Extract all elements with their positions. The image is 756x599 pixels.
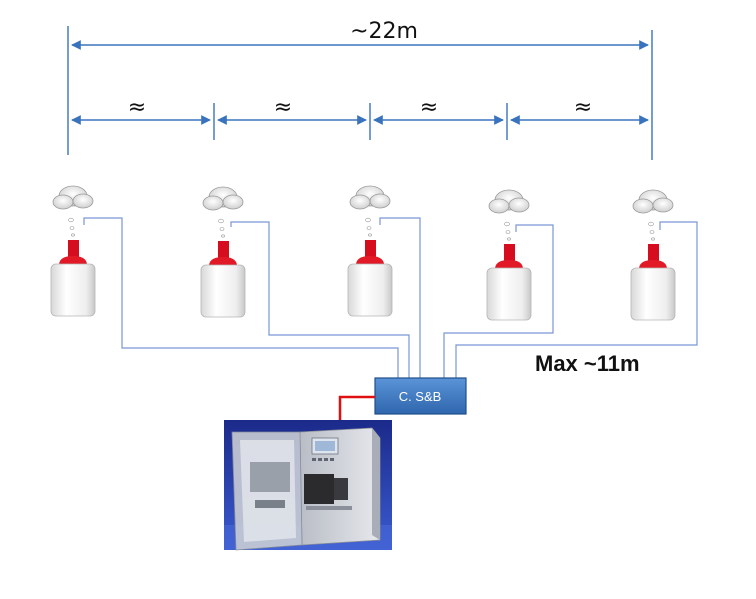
segment-label-3: ≈ — [420, 95, 438, 120]
control-box-label: C. S&B — [399, 389, 442, 404]
vapor-dots — [365, 217, 372, 237]
bottle-body — [630, 267, 676, 321]
bottle-neck — [639, 260, 667, 268]
vapor-cloud-icon — [349, 185, 391, 210]
bottle-neck — [356, 256, 384, 264]
vapor-dots — [504, 221, 511, 241]
control-box: C. S&B — [374, 377, 467, 415]
bottle-4 — [486, 189, 532, 321]
bottle-cap — [504, 244, 515, 262]
wire-5 — [455, 221, 698, 378]
wire-4 — [443, 224, 554, 378]
vapor-dots — [68, 217, 75, 237]
bottle-neck — [495, 260, 523, 268]
bottle-body — [347, 263, 393, 317]
total-span-label: ~22m — [350, 19, 418, 44]
equipment-cabinet-image — [224, 420, 392, 551]
vapor-cloud-icon — [488, 189, 530, 214]
segment-label-1: ≈ — [128, 95, 146, 120]
bottle-body — [50, 263, 96, 317]
bottle-group — [50, 185, 676, 321]
vapor-dots — [218, 218, 225, 238]
vapor-cloud-icon — [632, 189, 674, 214]
vapor-cloud-icon — [202, 186, 244, 211]
wire-1 — [83, 217, 399, 378]
bottle-body — [200, 264, 246, 318]
vapor-cloud-icon — [52, 185, 94, 210]
bottle-neck — [59, 256, 87, 264]
bottle-neck — [209, 257, 237, 265]
bottle-2 — [200, 186, 246, 318]
bottle-cap — [68, 240, 79, 258]
segment-label-4: ≈ — [574, 95, 592, 120]
bottle-3 — [347, 185, 393, 317]
sensor-wires — [83, 217, 698, 378]
bottle-cap — [365, 240, 376, 258]
bottle-5 — [630, 189, 676, 321]
feed-wire — [338, 395, 375, 421]
bottle-cap — [648, 244, 659, 262]
segment-label-2: ≈ — [274, 95, 292, 120]
max-distance-label: Max ~11m — [535, 351, 640, 376]
bottle-cap — [218, 241, 229, 259]
wire-3 — [379, 217, 421, 378]
vapor-dots — [648, 221, 655, 241]
bottle-1 — [50, 185, 96, 317]
bottle-body — [486, 267, 532, 321]
wire-2 — [230, 221, 410, 378]
dimension-lines: ~22m ≈ ≈ ≈ ≈ — [67, 19, 653, 160]
